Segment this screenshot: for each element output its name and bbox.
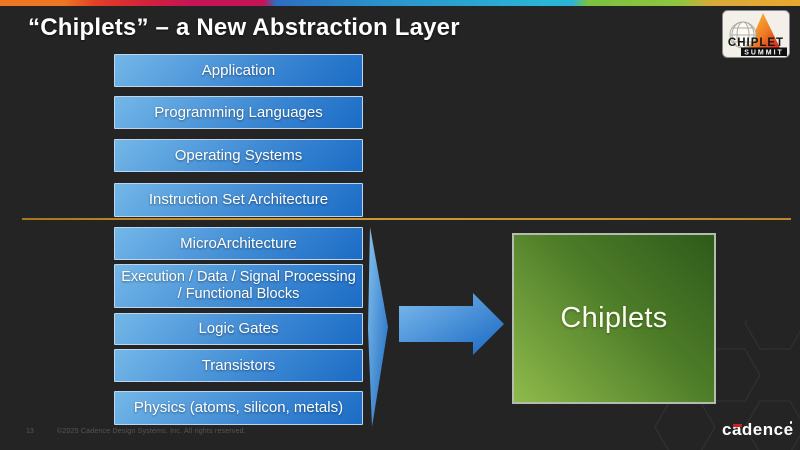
layer-box-application: Application bbox=[114, 54, 363, 87]
layer-label: Logic Gates bbox=[198, 320, 279, 337]
layer-label: Execution / Data / Signal Processing / F… bbox=[121, 268, 356, 302]
chiplet-summit-logo: CHIPLET SUMMIT bbox=[722, 10, 790, 58]
layer-box-transistors: Transistors bbox=[114, 349, 363, 382]
summit-logo-line2: SUMMIT bbox=[744, 50, 784, 57]
merge-chevron-icon bbox=[368, 227, 388, 427]
page-number: 13 bbox=[26, 428, 34, 435]
divider-line bbox=[22, 218, 791, 220]
summit-sail-icon bbox=[748, 13, 780, 48]
layer-label: MicroArchitecture bbox=[180, 234, 297, 252]
layer-box-microarchitecture: MicroArchitecture bbox=[114, 227, 363, 260]
layer-box-execution-blocks: Execution / Data / Signal Processing / F… bbox=[114, 264, 363, 308]
layer-box-operating-systems: Operating Systems bbox=[114, 139, 363, 172]
chiplets-box: Chiplets bbox=[512, 233, 716, 404]
summit-logo-line1: CHIPLET bbox=[728, 37, 784, 49]
layer-box-physics: Physics (atoms, silicon, metals) bbox=[114, 391, 363, 425]
top-gradient-bar bbox=[0, 0, 800, 6]
layer-label: Programming Languages bbox=[154, 103, 323, 121]
slide-title: “Chiplets” – a New Abstraction Layer bbox=[28, 14, 460, 41]
layer-label: Operating Systems bbox=[174, 146, 303, 164]
copyright-text: ©2025 Cadence Design Systems, Inc. All r… bbox=[57, 428, 246, 435]
layer-label: Transistors bbox=[201, 356, 276, 374]
layer-label: Instruction Set Architecture bbox=[148, 191, 329, 208]
cadence-logo: cadence bbox=[722, 420, 794, 444]
right-arrow-icon bbox=[399, 293, 504, 355]
cadence-logo-text: cadence bbox=[722, 420, 794, 439]
layer-label: Application bbox=[201, 61, 276, 79]
layer-box-programming-languages: Programming Languages bbox=[114, 96, 363, 129]
layer-label: Physics (atoms, silicon, metals) bbox=[133, 399, 344, 416]
layer-box-instruction-set-architecture: Instruction Set Architecture bbox=[114, 183, 363, 217]
registered-mark-icon bbox=[789, 421, 792, 424]
cadence-red-bar-icon bbox=[732, 424, 742, 427]
layer-box-logic-gates: Logic Gates bbox=[114, 313, 363, 345]
summit-banner bbox=[741, 47, 787, 56]
chiplets-label: Chiplets bbox=[560, 302, 668, 334]
